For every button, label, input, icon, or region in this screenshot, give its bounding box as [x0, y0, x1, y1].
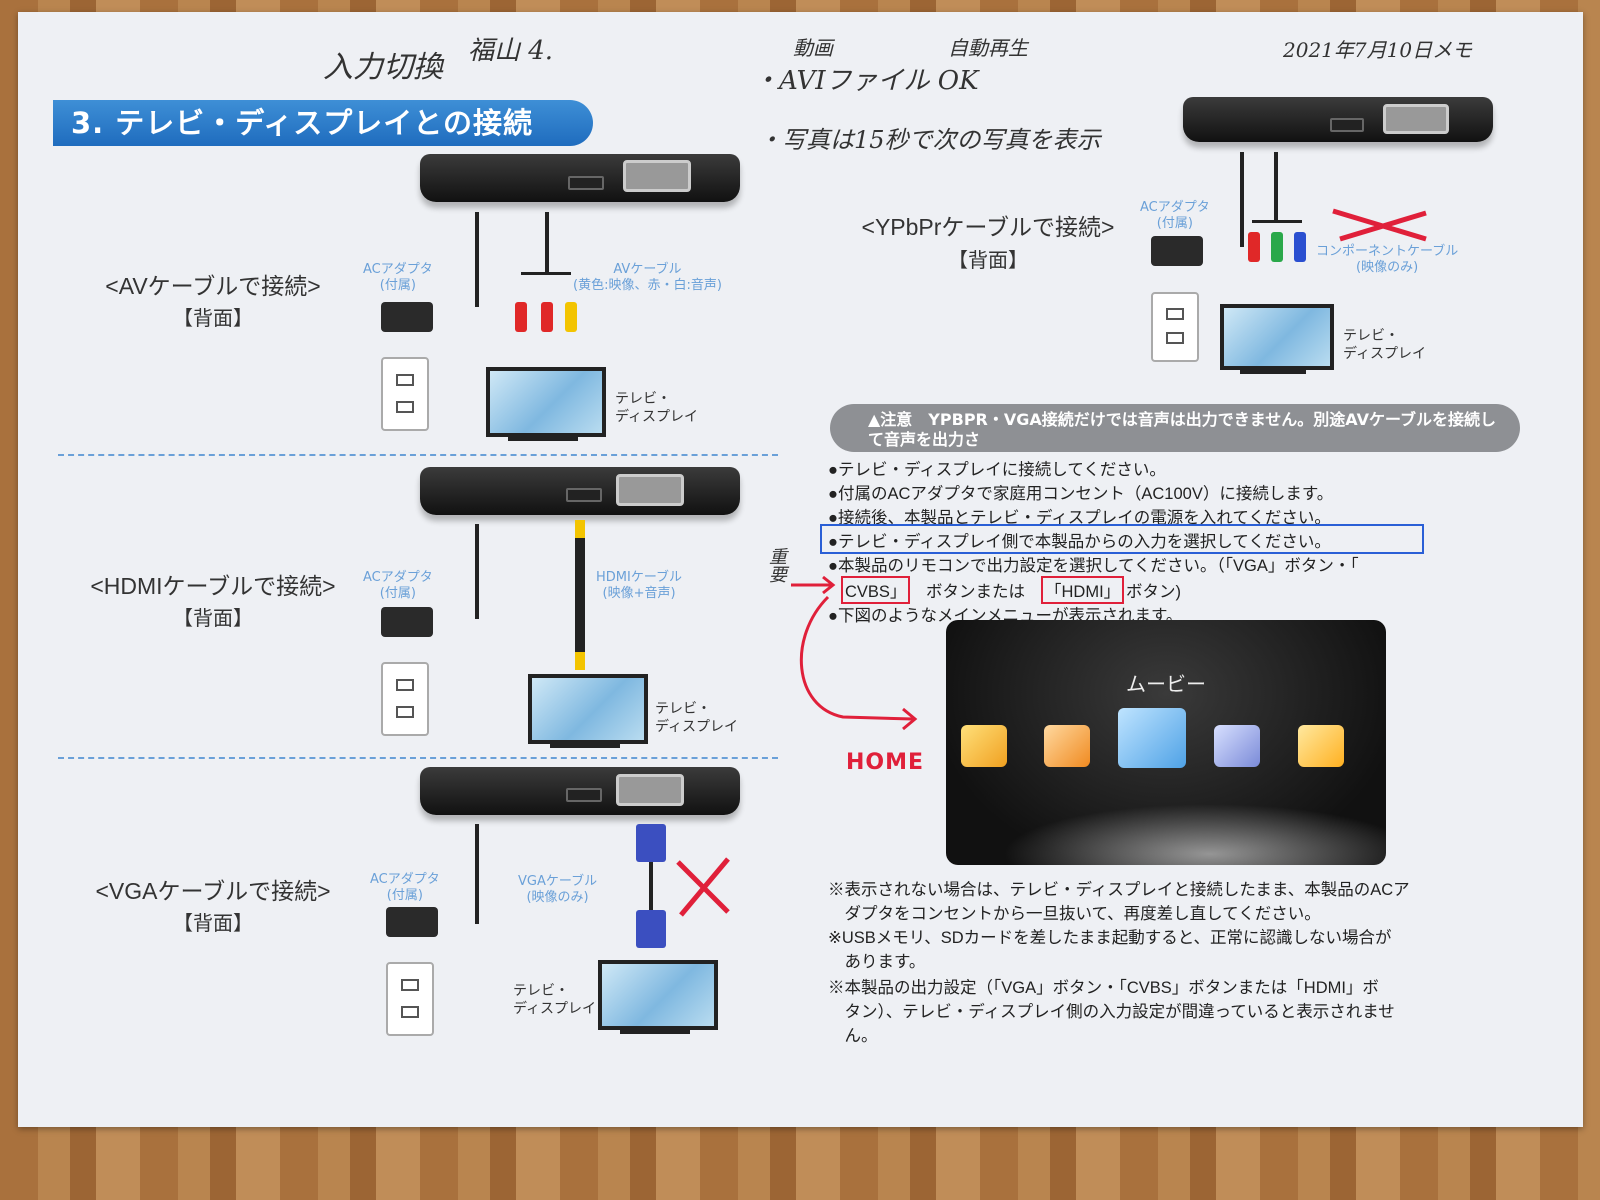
av-adapter-label: ACアダプタ (付属)	[363, 262, 433, 294]
blue-plug-icon	[1294, 232, 1306, 262]
divider	[58, 454, 778, 456]
handwritten-home: HOME	[846, 750, 925, 775]
handwritten-photo-note: ・写真は15秒で次の写真を表示	[758, 126, 1101, 154]
outlet-icon	[381, 357, 429, 431]
av-title: <AVケーブルで接続>	[105, 273, 321, 299]
footnote: ダプタをコンセントから一旦抜いて、再度差し直してください。	[828, 905, 1321, 923]
hdmi-title: <HDMIケーブルで接続>	[90, 573, 336, 599]
handwritten-x-mark-icon	[1330, 207, 1430, 247]
vga-plug-icon	[636, 910, 666, 948]
ac-adapter-icon	[381, 607, 433, 637]
footnote: ん。	[828, 1027, 878, 1045]
power-cable	[475, 524, 479, 619]
yellow-plug-icon	[565, 302, 577, 332]
vga-subtitle: 【背面】	[173, 913, 253, 935]
music-icon	[1044, 725, 1090, 767]
bullet-item: ●本製品のリモコンで出力設定を選択してください。（「VGA」ボタン・「	[828, 557, 1359, 575]
vga-port-icon	[623, 160, 691, 192]
green-plug-icon	[1271, 232, 1283, 262]
manual-page: 入力切換 福山 4. 動画 自動再生 ・AVIファイル OK ・写真は15秒で次…	[18, 12, 1583, 1127]
handwritten-video: 動画	[793, 36, 833, 60]
hdmi-tv-label: テレビ・ ディスプレイ	[655, 701, 739, 736]
footnote: タン）、テレビ・ディスプレイ側の入力設定が間違っていると表示されませ	[828, 1003, 1395, 1021]
bullet-continuation: ボタンまたは	[926, 583, 1025, 601]
main-menu-screenshot: ムービー	[946, 620, 1386, 865]
power-cable	[1240, 152, 1244, 247]
section-title: 3. テレビ・ディスプレイとの接続	[53, 100, 593, 146]
red-plug-icon	[541, 302, 553, 332]
menu-title: ムービー	[1126, 672, 1206, 696]
vga-port-icon	[616, 774, 684, 806]
cvbs-highlight: CVBS」	[841, 576, 911, 604]
red-arrow-annotation-icon	[783, 567, 923, 751]
tv-icon	[598, 960, 718, 1030]
av-tv-label: テレビ・ ディスプレイ	[615, 391, 699, 426]
vga-port-icon	[1383, 104, 1449, 134]
hdmi-port-icon	[566, 788, 602, 802]
bullet-item: ●テレビ・ディスプレイ側で本製品からの入力を選択してください。	[828, 533, 1331, 551]
outlet-icon	[381, 662, 429, 736]
photo-icon	[1214, 725, 1260, 767]
handwritten-date-memo: 2021年7月10日メモ	[1283, 38, 1473, 62]
bullet-item: ●テレビ・ディスプレイに接続してください。	[828, 461, 1166, 479]
ac-adapter-icon	[386, 907, 438, 937]
handwritten-autoplay: 自動再生	[948, 36, 1028, 60]
movie-icon	[1118, 708, 1186, 768]
settings-icon	[1298, 725, 1344, 767]
av-cable	[545, 212, 549, 272]
handwritten-x-mark-icon	[673, 857, 733, 921]
vga-plug-icon	[636, 824, 666, 862]
av-subtitle: 【背面】	[173, 308, 253, 330]
tv-icon	[1220, 304, 1334, 370]
red-plug-icon	[515, 302, 527, 332]
tv-icon	[528, 674, 648, 744]
ypbpr-adapter-label: ACアダプタ (付属)	[1140, 200, 1210, 232]
ypbpr-tv-label: テレビ・ ディスプレイ	[1343, 328, 1427, 363]
caution-note: ▲注意 YPBPR・VGA接続だけでは音声は出力できません。別途AVケーブルを接…	[830, 404, 1520, 452]
outlet-icon	[386, 962, 434, 1036]
ypbpr-cable-label: コンポーネントケーブル (映像のみ)	[1316, 244, 1459, 276]
vga-cable-label: VGAケーブル (映像のみ)	[518, 874, 598, 906]
ypbpr-subtitle: 【背面】	[948, 250, 1028, 272]
ac-adapter-icon	[1151, 236, 1203, 266]
hdmi-port-icon	[568, 176, 604, 190]
footnote: ※表示されない場合は、テレビ・ディスプレイと接続したまま、本製品のACア	[828, 881, 1410, 899]
red-plug-icon	[1248, 232, 1260, 262]
outlet-icon	[1151, 292, 1199, 362]
footnote: あります。	[828, 953, 926, 971]
folder-icon	[961, 725, 1007, 767]
hdmi-port-icon	[1330, 118, 1364, 132]
av-cable-label: AVケーブル (黄色:映像、赤・白:音声)	[573, 262, 722, 294]
hdmi-highlight: 「HDMI」	[1041, 576, 1125, 604]
hdmi-port-icon	[566, 488, 602, 502]
footnote: ※USBメモリ、SDカードを差したまま起動すると、正常に認識しない場合が	[828, 929, 1392, 947]
bullet-item: ●接続後、本製品とテレビ・ディスプレイの電源を入れてください。	[828, 509, 1331, 527]
hdmi-subtitle: 【背面】	[173, 608, 253, 630]
handwritten-avi-ok: ・AVIファイル OK	[753, 66, 979, 96]
hdmi-adapter-label: ACアダプタ (付属)	[363, 570, 433, 602]
vga-tv-label: テレビ・ ディスプレイ	[513, 983, 597, 1018]
vga-adapter-label: ACアダプタ (付属)	[370, 872, 440, 904]
vga-port-icon	[616, 474, 684, 506]
hdmi-cable-icon	[575, 520, 585, 670]
bullet-continuation: ボタン)	[1126, 583, 1181, 601]
handwritten-input-switch: 入力切換	[323, 50, 443, 85]
ac-adapter-icon	[381, 302, 433, 332]
power-cable	[475, 212, 479, 307]
handwritten-important: 重要	[766, 547, 787, 583]
hdmi-cable-label: HDMIケーブル (映像+音声)	[596, 570, 683, 602]
water-splash-decoration	[946, 790, 1386, 865]
ypbpr-title: <YPbPrケーブルで接続>	[861, 214, 1115, 240]
footnote: ※本製品の出力設定（「VGA」ボタン・「CVBS」ボタンまたは「HDMI」ボ	[828, 979, 1379, 997]
bullet-item: ●付属のACアダプタで家庭用コンセント（AC100V）に接続します。	[828, 485, 1334, 503]
tv-icon	[486, 367, 606, 437]
blue-highlight-box	[820, 524, 1424, 554]
vga-title: <VGAケーブルで接続>	[95, 878, 331, 904]
handwritten-name: 福山 4.	[468, 36, 554, 66]
power-cable	[475, 824, 479, 924]
divider	[58, 757, 778, 759]
